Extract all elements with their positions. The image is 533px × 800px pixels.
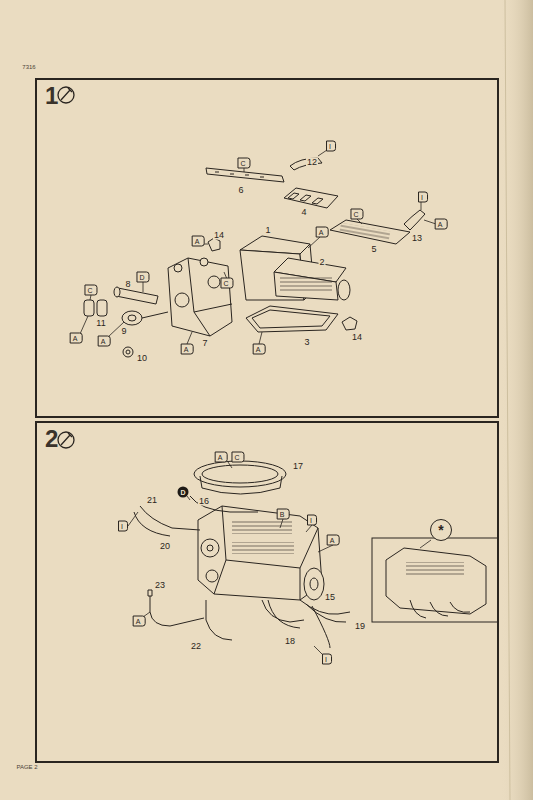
callout-number: 10 — [136, 354, 148, 363]
color-code-flag: C — [237, 158, 250, 169]
callout-number: 12 — [306, 158, 318, 167]
callout-number: 16 — [198, 497, 210, 506]
callout-number: 8 — [124, 280, 131, 289]
callout-number: 17 — [292, 462, 304, 471]
color-code-flag: A — [133, 616, 146, 627]
callout-number: 15 — [324, 593, 336, 602]
step-panel: 1 — [35, 78, 499, 418]
step-number: 1 — [45, 84, 58, 108]
color-code-flag: C — [231, 452, 244, 463]
callout-number: 23 — [154, 581, 166, 590]
color-code-flag: D — [136, 272, 149, 283]
leader-line — [128, 462, 431, 655]
callout-number: 13 — [411, 234, 423, 243]
engine-parts-exploded — [84, 158, 425, 357]
callout-number: 14 — [351, 333, 363, 342]
callout-number: 4 — [300, 208, 307, 217]
leader-line — [80, 150, 436, 344]
color-code-flag: A — [98, 336, 111, 347]
color-code-flag: A — [192, 236, 205, 247]
callout-number: 18 — [284, 637, 296, 646]
callout-number: 5 — [370, 245, 377, 254]
paper-fold — [500, 0, 533, 800]
color-code-flag: I — [326, 141, 336, 152]
callout-number: 9 — [120, 327, 127, 336]
callout-number: 1 — [264, 226, 271, 235]
callout-number: 20 — [159, 542, 171, 551]
color-code-flag: B — [277, 509, 290, 520]
callout-number: 19 — [354, 622, 366, 631]
page-note: PAGE 2 — [16, 764, 37, 770]
color-code-flag: A — [253, 344, 266, 355]
color-code-flag: I — [322, 654, 332, 665]
color-code-flag: A — [215, 452, 228, 463]
color-code-flag: C — [350, 209, 363, 220]
step-panel: 2 — [35, 421, 499, 763]
color-code-flag: A — [327, 535, 340, 546]
detail-marker: * — [430, 519, 452, 541]
color-code-flag: I — [418, 192, 428, 203]
decal-marker: D — [178, 487, 189, 498]
page-note: 7316 — [22, 64, 35, 70]
callout-number: 14 — [213, 231, 225, 240]
callout-number: 6 — [237, 186, 244, 195]
color-code-flag: I — [307, 515, 317, 526]
glue-icon — [58, 87, 74, 448]
color-code-flag: C — [220, 278, 233, 289]
color-code-flag: A — [181, 344, 194, 355]
paper-crease — [505, 0, 510, 800]
callout-number: 21 — [146, 496, 158, 505]
callout-number: 22 — [190, 642, 202, 651]
color-code-flag: I — [118, 521, 128, 532]
callout-number: 3 — [303, 338, 310, 347]
color-code-flag: A — [435, 219, 448, 230]
callout-number: 2 — [318, 258, 325, 267]
color-code-flag: A — [316, 227, 329, 238]
color-code-flag: C — [84, 285, 97, 296]
inset-detail — [372, 538, 498, 622]
engine-assembled — [134, 461, 350, 648]
color-code-flag: A — [70, 333, 83, 344]
callout-number: 7 — [201, 339, 208, 348]
callout-number: 11 — [95, 319, 106, 328]
step-number: 2 — [45, 427, 58, 451]
